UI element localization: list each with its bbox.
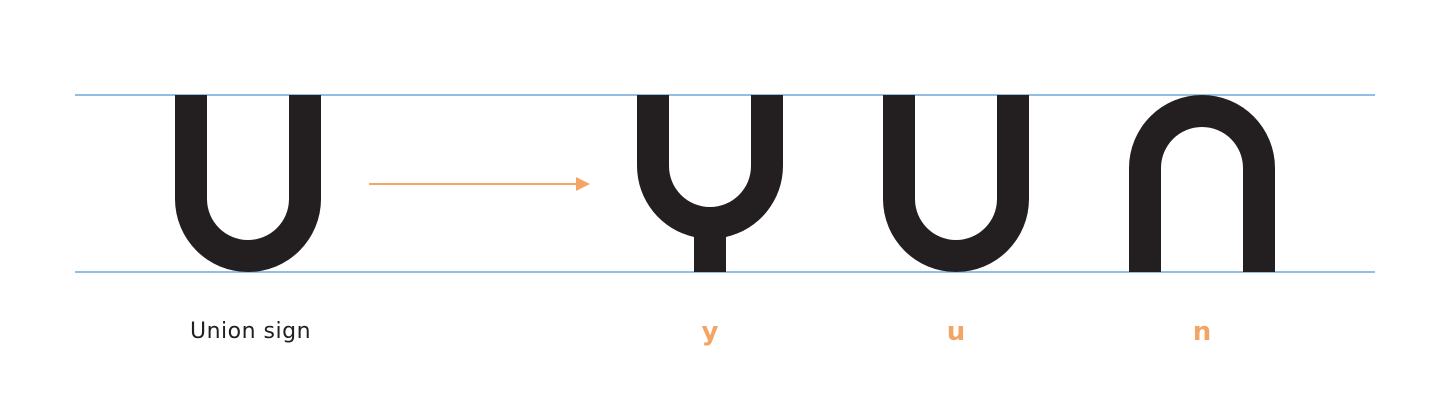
letter-y-label: y [701, 317, 719, 347]
union-sign-glyph [175, 95, 321, 272]
union-sign-label: Union sign [190, 319, 312, 344]
letter-u-label: u [946, 317, 966, 347]
letter-y-glyph [637, 95, 783, 272]
letter-n-label: n [1192, 317, 1212, 347]
arrow-head [576, 177, 590, 191]
letter-n-glyph [1129, 95, 1275, 272]
letter-u-glyph [883, 95, 1029, 272]
